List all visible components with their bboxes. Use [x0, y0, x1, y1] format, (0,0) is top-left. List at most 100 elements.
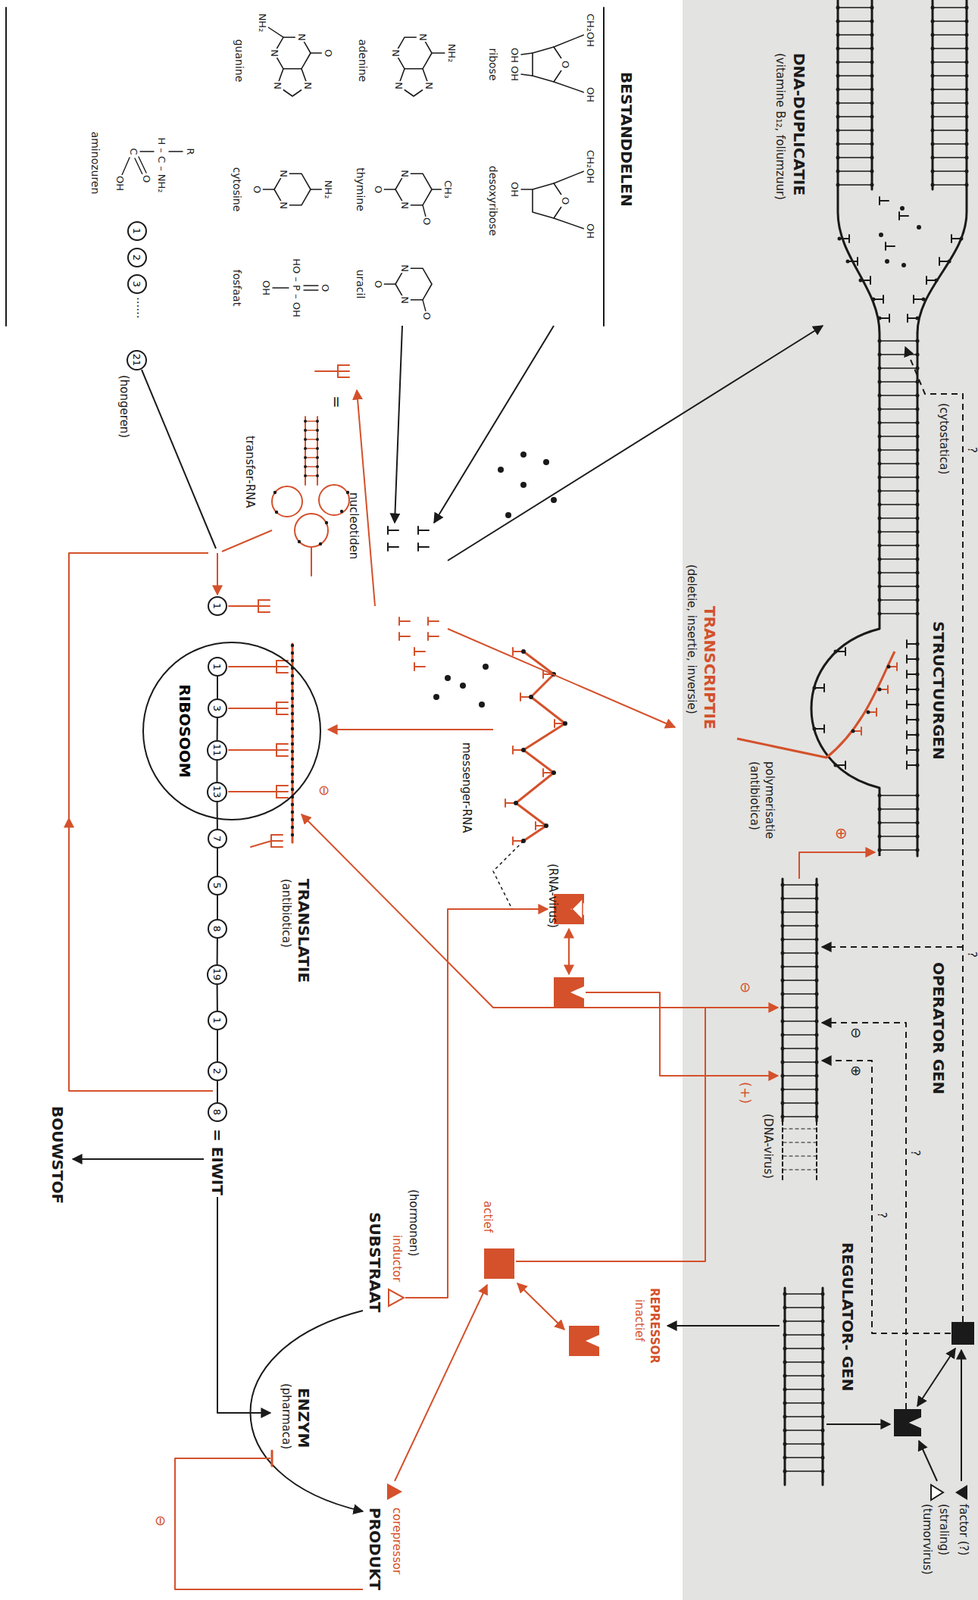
phosphate-dot [965, 74, 969, 79]
base-pair [932, 170, 967, 172]
arrow [394, 325, 403, 523]
phosphate-dot [497, 466, 504, 473]
phosphate-dot [965, 19, 969, 24]
bond [134, 158, 143, 175]
phosphate-dot [290, 772, 294, 776]
base-pair [782, 993, 817, 995]
atom-label: N [398, 168, 411, 179]
amino-acid-circle: 1 [127, 221, 147, 241]
phosphate-dot [836, 87, 841, 92]
base-stub [398, 617, 400, 625]
base-stub [906, 640, 908, 648]
atom-label: O [371, 184, 385, 194]
base-pair [879, 476, 918, 479]
factor-triangle [955, 1484, 968, 1500]
phosphate-dot [520, 481, 527, 488]
atom-label: N [416, 32, 429, 42]
chain-link [216, 938, 219, 965]
phosphate-dot [303, 456, 307, 460]
chain-link [216, 676, 219, 699]
base-pair [784, 1374, 823, 1377]
process-note: polymerisatie [762, 761, 777, 839]
phosphate-dot [821, 1401, 825, 1406]
molecule-name: uracil [354, 268, 368, 300]
phosphate-dot [870, 115, 875, 119]
base-pair [782, 1047, 817, 1050]
factor-note: (straling) [937, 1503, 951, 1556]
trna-loop [271, 486, 303, 517]
process-label: TRANSLATIE [294, 878, 313, 983]
trna-symbol [228, 665, 277, 668]
enzyme-label: ENZYM [294, 1387, 313, 1448]
base-stub [512, 647, 514, 656]
phosphate-dot [915, 848, 920, 853]
phosphate-dot [878, 353, 882, 357]
phosphate-dot [901, 262, 907, 268]
phosphate-dot [303, 446, 307, 450]
factor-block [951, 1321, 975, 1345]
phosphate-dot [931, 74, 935, 79]
corepressor-label: corepressor [390, 1507, 404, 1575]
base-pair [837, 74, 872, 77]
bond [422, 205, 426, 217]
amino-acid-circle: 5 [207, 875, 228, 896]
trna-loop [318, 484, 350, 516]
arrow [72, 1158, 204, 1160]
bond [553, 34, 585, 47]
arrow [826, 1423, 891, 1425]
recycle-loop [68, 553, 209, 819]
factor-path [905, 346, 963, 1322]
atom-label: OH [584, 86, 597, 104]
base-pair [782, 1006, 817, 1009]
base-pair [782, 965, 817, 968]
amino-acid-number: 7 [212, 835, 224, 842]
phosphate-dot [915, 421, 920, 425]
sugar-ring [532, 46, 562, 82]
ribosome-circle: RIBOSOOM131113 [142, 641, 322, 821]
base-stub [512, 746, 514, 754]
base-stub [912, 295, 915, 304]
base-stub [512, 749, 522, 751]
phosphate-dot [878, 407, 882, 412]
phosphate-dot [915, 807, 920, 812]
phosphate-dot [290, 757, 294, 761]
phosphate-dot [315, 456, 319, 460]
base-pair [305, 447, 318, 449]
phosphate-dot [290, 704, 294, 708]
phosphate-dot [781, 1115, 785, 1119]
phosphate-dot [870, 60, 875, 65]
trna-symbol [337, 376, 350, 379]
phosphate-dot [290, 659, 294, 663]
base-stub [428, 635, 439, 638]
chain-link [216, 760, 219, 782]
base-stub [399, 620, 410, 622]
base-pair [932, 47, 967, 50]
base-pair [879, 544, 918, 547]
dna-strand [931, 0, 935, 190]
base-pair [879, 394, 918, 397]
panel-rule [5, 7, 7, 326]
base-pair [879, 821, 918, 824]
phosphate-dot [303, 465, 307, 469]
phosphate-dot [290, 833, 294, 837]
phosphate-dot [965, 142, 969, 147]
base-pair [305, 438, 318, 440]
phosphate-dot [878, 380, 882, 385]
phosphate-dot [812, 727, 817, 732]
dna-strand [811, 333, 880, 857]
trna-symbol [250, 840, 272, 847]
phosphate-dot [781, 910, 785, 915]
phosphate-dot [878, 448, 882, 453]
phosphate-dot [821, 1456, 825, 1460]
phosphate-dot [965, 115, 969, 119]
phosphate-dot [303, 474, 307, 478]
base-stub [899, 215, 909, 217]
phosphate-dot [915, 763, 920, 768]
phosphate-dot [965, 183, 969, 188]
bond [310, 52, 322, 54]
amino-acid-number: 19 [212, 968, 224, 982]
phosphate-dot [965, 156, 969, 160]
phosphate-dot [821, 1442, 825, 1447]
phosphate-dot [870, 101, 875, 106]
